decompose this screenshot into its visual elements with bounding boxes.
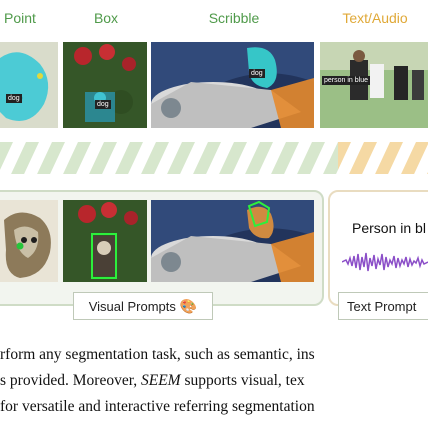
visual-prompt-scribble-image	[151, 200, 314, 282]
header-box: Box	[93, 10, 119, 26]
text-audio-example-image: person in blue	[320, 42, 428, 128]
text-prompts-label-box: Text Prompt	[338, 292, 428, 320]
dog-label: dog	[95, 100, 111, 109]
person-label: person in blue	[322, 76, 370, 85]
visual-prompt-box-image	[63, 200, 147, 282]
caption-line-2: s provided. Moreover, SEEM supports visu…	[0, 372, 305, 389]
caption-line-1: rform any segmentation task, such as sem…	[0, 346, 315, 363]
visual-prompts-label-box: Visual Prompts 🎨	[73, 292, 213, 320]
scribble-example-image: dog	[151, 42, 314, 128]
palette-icon: 🎨	[179, 297, 198, 314]
audio-waveform-icon	[341, 248, 428, 276]
header-text-audio: Text/Audio	[342, 10, 408, 26]
caption-line-3: for versatile and interactive referring …	[0, 398, 315, 415]
prompt-stripe-band	[0, 142, 428, 174]
text-prompts-frame	[328, 190, 428, 306]
dog-label: dog	[249, 69, 265, 78]
seem-emphasis: SEEM	[141, 372, 181, 389]
visual-prompt-point-image	[0, 200, 58, 282]
header-scribble: Scribble	[208, 10, 260, 26]
dog-label: dog	[6, 94, 22, 103]
box-example-image: dog	[63, 42, 147, 128]
text-prompts-label: Text Prompt	[347, 298, 417, 314]
header-point: Point	[4, 10, 36, 26]
visual-prompts-label: Visual Prompts	[88, 298, 176, 314]
point-example-image: dog	[0, 42, 58, 128]
text-prompt-phrase: Person in bl	[352, 220, 426, 236]
